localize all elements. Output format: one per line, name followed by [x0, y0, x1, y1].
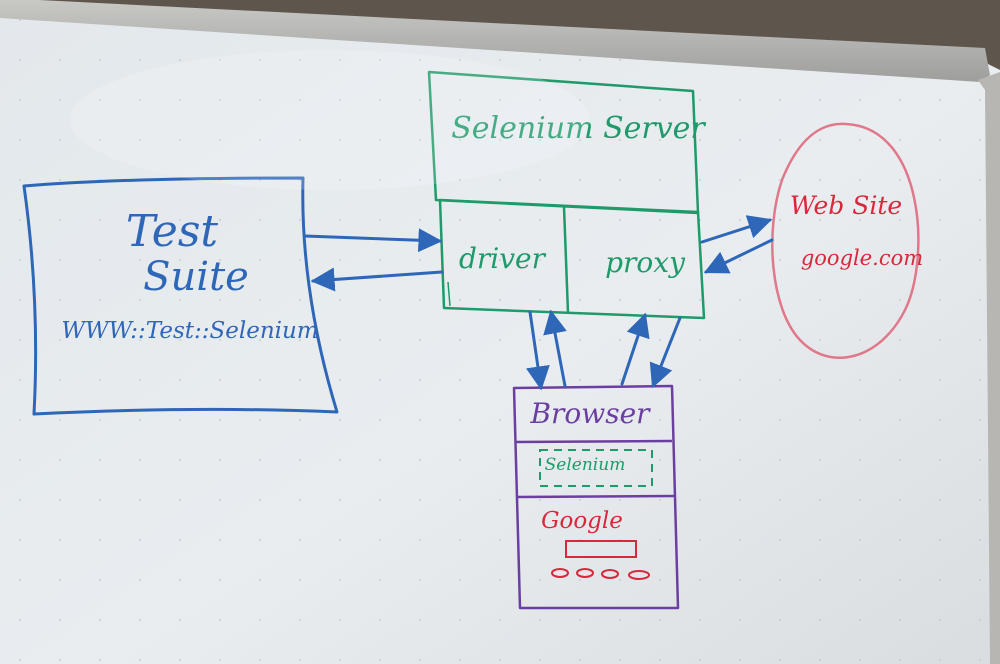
browser-google-label: Google	[541, 508, 623, 534]
browser-border	[512, 384, 680, 610]
selenium-server-top-border	[427, 70, 700, 215]
selenium-server-box: Selenium Server driver proxy	[427, 70, 706, 320]
test-suite-box: Test Suite WWW::Test::Selenium	[22, 176, 339, 416]
arrow-suite-to-driver	[303, 228, 443, 253]
test-suite-border	[22, 176, 339, 416]
selenium-server-bottom-border	[438, 198, 706, 320]
arrow-driver-to-browser	[526, 310, 550, 391]
driver-label: driver	[459, 242, 547, 275]
test-suite-title-line1: Test	[126, 206, 219, 257]
web-site-domain: google.com	[801, 246, 923, 270]
browser-divider-1	[514, 439, 673, 444]
arrow-website-to-proxy	[703, 238, 774, 274]
google-buttons	[551, 568, 650, 580]
test-suite-title-line2: Suite	[143, 254, 249, 300]
selenium-core-dashed-box	[539, 449, 653, 487]
whiteboard-frame-top	[0, 0, 990, 82]
google-button-4	[628, 570, 650, 580]
browser-divider-2	[515, 494, 675, 499]
arrow-driver-to-suite	[310, 267, 444, 292]
whiteboard-frame-right	[978, 72, 1000, 664]
arrow-browser-to-driver	[543, 309, 567, 388]
arrow-proxy-to-browser	[649, 316, 682, 389]
google-button-1	[551, 568, 569, 578]
browser-box: Browser Selenium Google	[512, 384, 680, 610]
stray-mark	[447, 281, 451, 307]
selenium-server-title: Selenium Server	[451, 111, 706, 146]
arrow-proxy-to-website	[700, 215, 773, 244]
google-button-2	[576, 568, 594, 578]
web-site-title: Web Site	[790, 191, 902, 220]
arrow-browser-to-proxy	[620, 312, 650, 386]
browser-title: Browser	[529, 397, 651, 430]
web-site-circle: Web Site google.com	[771, 122, 923, 359]
driver-proxy-divider	[562, 206, 570, 314]
google-button-3	[601, 569, 619, 579]
browser-selenium-label: Selenium	[545, 455, 626, 475]
test-suite-module: WWW::Test::Selenium	[61, 318, 318, 344]
web-site-circle-outline	[771, 122, 920, 359]
google-search-box	[565, 540, 637, 558]
connection-arrows	[303, 215, 774, 391]
proxy-label: proxy	[605, 246, 686, 279]
board-glare	[70, 50, 590, 190]
